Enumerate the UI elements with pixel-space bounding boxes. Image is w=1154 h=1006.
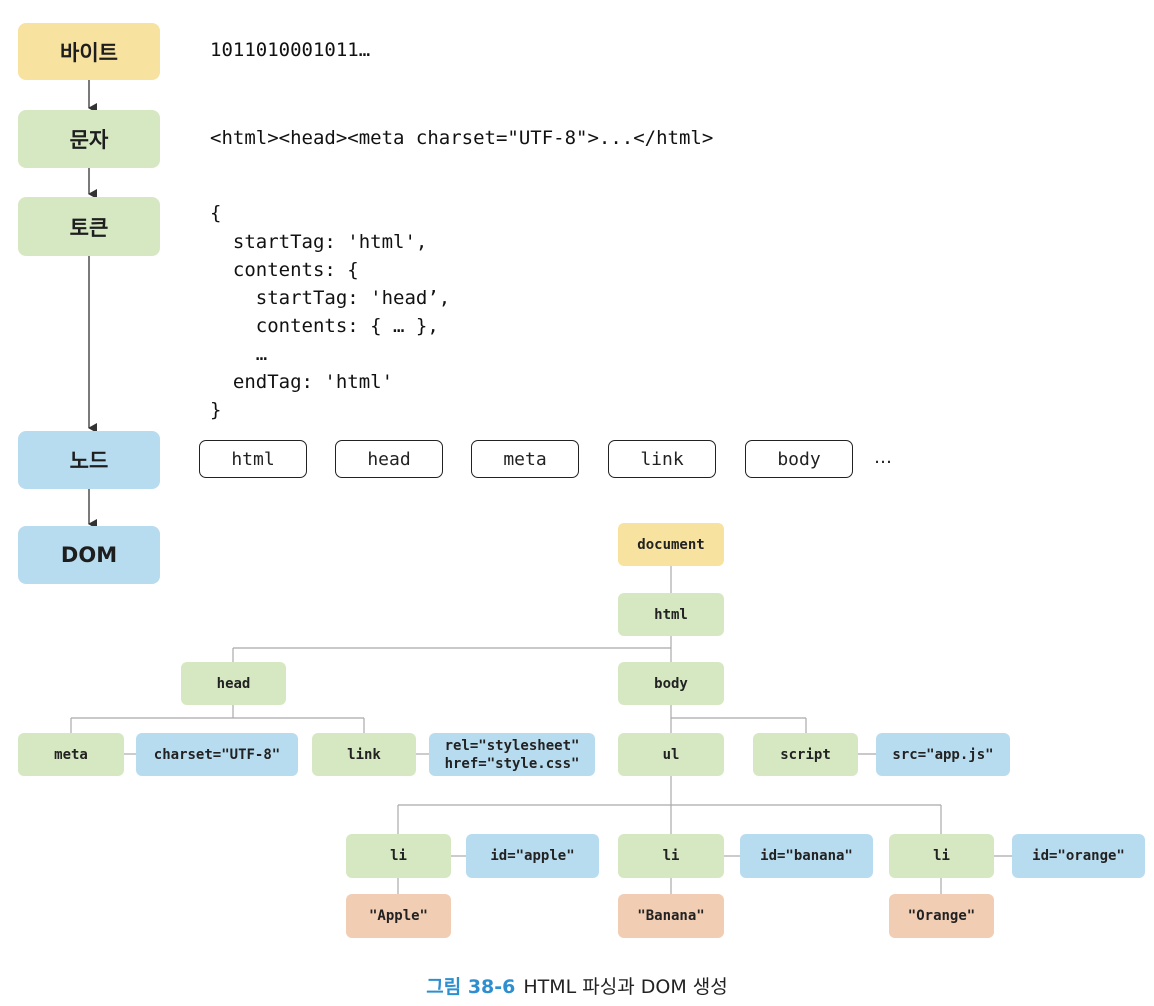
dom-attr-id-banana: id="banana" xyxy=(740,834,873,878)
stage-chars: 문자 xyxy=(18,110,160,168)
dom-attr-id-orange: id="orange" xyxy=(1012,834,1145,878)
dom-attr-href: href="style.css" xyxy=(444,755,580,772)
node-token-body: body xyxy=(745,440,853,478)
dom-text-banana: "Banana" xyxy=(618,894,724,938)
dom-attr-link: rel="stylesheet" href="style.css" xyxy=(429,733,595,776)
node-token-more: … xyxy=(874,447,892,468)
dom-node-ul: ul xyxy=(618,733,724,776)
stage-nodes-label: 노드 xyxy=(69,449,109,473)
token-line: } xyxy=(210,399,222,421)
dom-attr-charset: charset="UTF-8" xyxy=(136,733,298,776)
dom-node-head: head xyxy=(181,662,286,705)
dom-text-apple: "Apple" xyxy=(346,894,451,938)
node-token-html: html xyxy=(199,440,307,478)
node-token-link: link xyxy=(608,440,716,478)
bytes-text: 1011010001011… xyxy=(210,39,371,61)
stage-nodes: 노드 xyxy=(18,431,160,489)
dom-node-li-banana: li xyxy=(618,834,724,878)
stage-tokens-label: 토큰 xyxy=(69,215,109,240)
dom-node-li-orange: li xyxy=(889,834,994,878)
node-token-meta: meta xyxy=(471,440,579,478)
dom-node-li-apple: li xyxy=(346,834,451,878)
dom-node-html: html xyxy=(618,593,724,636)
stage-chars-label: 문자 xyxy=(69,128,109,152)
dom-attr-rel: rel="stylesheet" xyxy=(444,737,580,754)
stage-bytes-label: 바이트 xyxy=(60,40,118,65)
chars-text: <html><head><meta charset="UTF-8">...</h… xyxy=(210,127,714,149)
dom-node-body: body xyxy=(618,662,724,705)
token-line: contents: { … }, xyxy=(210,315,439,337)
stage-dom: DOM xyxy=(18,526,160,584)
stage-bytes: 바이트 xyxy=(18,23,160,80)
dom-text-orange: "Orange" xyxy=(889,894,994,938)
dom-attr-src: src="app.js" xyxy=(876,733,1010,776)
figure-number: 그림 38-6 xyxy=(426,976,516,998)
token-line: endTag: 'html' xyxy=(210,371,394,393)
stage-dom-label: DOM xyxy=(60,543,118,567)
dom-node-link: link xyxy=(312,733,416,776)
stage-tokens: 토큰 xyxy=(18,197,160,256)
token-line: contents: { xyxy=(210,259,359,281)
token-line: { xyxy=(210,202,222,224)
token-line: startTag: 'head’, xyxy=(210,287,451,309)
figure-caption: 그림 38-6 HTML 파싱과 DOM 생성 xyxy=(0,972,1154,999)
token-line: startTag: 'html', xyxy=(210,231,428,253)
dom-node-script: script xyxy=(753,733,858,776)
dom-node-document: document xyxy=(618,523,724,566)
token-line: … xyxy=(210,343,268,365)
dom-attr-id-apple: id="apple" xyxy=(466,834,599,878)
figure-title: HTML 파싱과 DOM 생성 xyxy=(523,976,728,998)
node-token-head: head xyxy=(335,440,443,478)
dom-node-meta: meta xyxy=(18,733,124,776)
